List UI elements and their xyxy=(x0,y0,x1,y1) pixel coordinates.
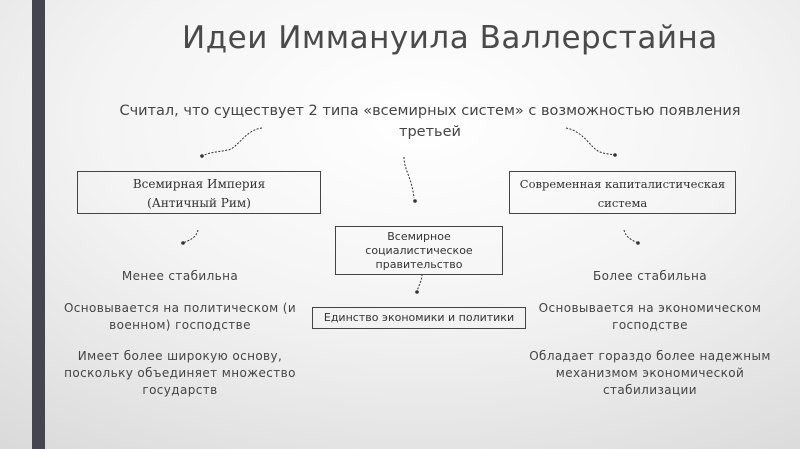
left-point: Менее стабильна xyxy=(121,269,239,283)
box-line: Современная капиталистическая xyxy=(519,177,726,191)
left-point: Имеет более широкую основу, поскольку об… xyxy=(64,349,296,397)
box-line: (Античный Рим) xyxy=(147,196,251,210)
left-point: Основывается на политическом (и военном)… xyxy=(63,301,297,332)
slide-title: Идеи Иммануила Валлерстайна xyxy=(182,20,718,56)
capitalist-system-box: Современная капиталистическая система xyxy=(509,171,736,214)
right-point: Основывается на экономическом господстве xyxy=(538,301,762,332)
arrow-right-down xyxy=(623,229,639,244)
box-line: Всемирная Империя xyxy=(132,177,266,191)
arrow-to-right xyxy=(565,127,615,156)
right-point: Обладает гораздо более надежным механизм… xyxy=(529,349,771,397)
box-line: система xyxy=(597,196,648,210)
arrow-center-down xyxy=(416,273,423,293)
socialist-government-box: Всемирное социалистическое правительство xyxy=(335,226,503,275)
arrow-left-down xyxy=(182,229,199,244)
unity-box: Единство экономики и политики xyxy=(312,307,526,329)
box-line: правительство xyxy=(375,258,463,271)
slide-accent-bar xyxy=(32,0,45,449)
unity-label: Единство экономики и политики xyxy=(323,311,515,324)
arrow-to-left xyxy=(201,127,263,157)
world-empire-box: Всемирная Империя (Античный Рим) xyxy=(77,171,321,214)
box-line: социалистическое xyxy=(365,244,473,257)
box-line: Всемирное xyxy=(387,230,451,243)
slide-subtitle: Считал, что существует 2 типа «всемирных… xyxy=(119,103,741,140)
arrow-to-center xyxy=(403,156,415,199)
right-point: Более стабильна xyxy=(593,269,707,283)
